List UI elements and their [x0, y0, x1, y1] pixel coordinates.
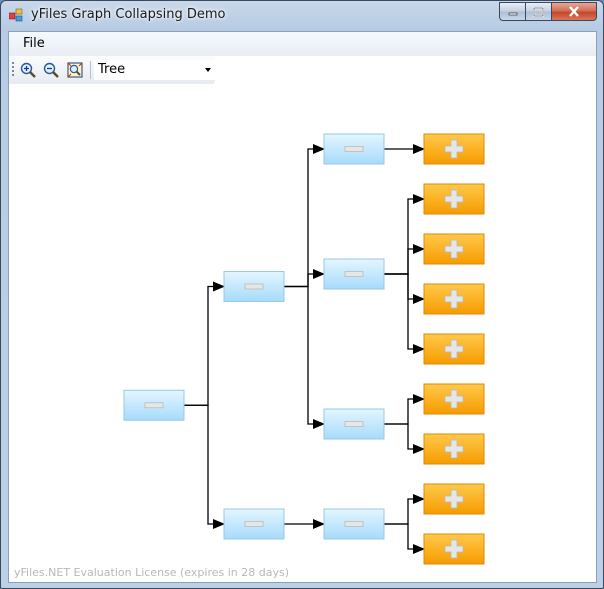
graph-edge	[384, 273, 425, 304]
collapsed-group-node[interactable]	[423, 333, 485, 365]
graph-edge	[184, 281, 225, 406]
window-controls	[499, 2, 597, 21]
toolbar: Tree	[9, 56, 215, 84]
expand-plus-icon[interactable]	[444, 139, 464, 159]
expand-plus-icon[interactable]	[444, 439, 464, 459]
layout-dropdown[interactable]: Tree	[94, 60, 215, 80]
collapse-minus-icon[interactable]	[344, 421, 364, 427]
minimize-icon	[508, 12, 517, 15]
zoom-out-icon	[43, 62, 59, 78]
expand-plus-icon[interactable]	[444, 189, 464, 209]
graph-edge	[284, 269, 325, 288]
expanded-group-node[interactable]	[323, 508, 385, 540]
fit-content-icon	[67, 62, 83, 78]
maximize-button[interactable]	[526, 2, 552, 21]
zoom-out-button[interactable]	[41, 60, 61, 80]
layout-dropdown-value: Tree	[98, 62, 126, 77]
toolbar-grip[interactable]	[12, 62, 14, 78]
graph-edge	[384, 423, 425, 454]
collapsed-group-node[interactable]	[423, 183, 485, 215]
collapse-minus-icon[interactable]	[244, 283, 264, 290]
fit-content-button[interactable]	[65, 60, 85, 80]
expanded-group-node[interactable]	[123, 389, 185, 421]
expand-plus-icon[interactable]	[444, 239, 464, 259]
expanded-group-node[interactable]	[323, 133, 385, 165]
node-body	[323, 408, 385, 440]
menu-file[interactable]: File	[23, 36, 45, 51]
collapse-minus-icon[interactable]	[344, 146, 364, 152]
close-icon	[569, 6, 579, 17]
dropdown-arrow-icon	[205, 68, 211, 72]
collapse-minus-icon[interactable]	[244, 521, 264, 527]
collapse-minus-icon[interactable]	[344, 271, 364, 277]
expand-plus-icon[interactable]	[444, 489, 464, 509]
graph-edge	[384, 394, 425, 425]
graph-edge	[284, 144, 325, 288]
collapsed-group-node[interactable]	[423, 233, 485, 265]
collapsed-group-node[interactable]	[423, 433, 485, 465]
graph-edge	[384, 494, 425, 525]
collapse-minus-icon[interactable]	[344, 521, 364, 527]
zoom-in-button[interactable]	[18, 60, 38, 80]
graph-edge	[284, 285, 325, 429]
expand-plus-icon[interactable]	[444, 389, 464, 409]
graph-edge	[384, 523, 425, 554]
window-title: yFiles Graph Collapsing Demo	[31, 7, 226, 22]
title-bar[interactable]: yFiles Graph Collapsing Demo	[1, 1, 603, 29]
collapse-minus-icon[interactable]	[144, 402, 164, 409]
collapsed-group-node[interactable]	[423, 483, 485, 515]
maximize-icon	[533, 6, 544, 17]
menu-bar: File	[9, 32, 596, 56]
expand-plus-icon[interactable]	[444, 539, 464, 559]
collapsed-group-node[interactable]	[423, 283, 485, 315]
graph-edge	[384, 273, 425, 354]
graph-edge	[184, 404, 225, 529]
close-button[interactable]	[552, 2, 597, 21]
edge-layer	[184, 144, 425, 554]
app-icon	[9, 8, 23, 22]
zoom-in-icon	[20, 62, 36, 78]
expanded-group-node[interactable]	[223, 271, 285, 302]
expand-plus-icon[interactable]	[444, 339, 464, 359]
expanded-group-node[interactable]	[223, 508, 285, 540]
node-layer	[123, 133, 485, 565]
toolbar-separator	[90, 61, 91, 79]
license-notice: yFiles.NET Evaluation License (expires i…	[14, 566, 290, 579]
expand-plus-icon[interactable]	[444, 289, 464, 309]
expanded-group-node[interactable]	[323, 258, 385, 290]
graph-edge	[384, 244, 425, 275]
node-body	[323, 508, 385, 540]
collapsed-group-node[interactable]	[423, 533, 485, 565]
minimize-button[interactable]	[499, 2, 526, 21]
collapsed-group-node[interactable]	[423, 133, 485, 165]
client-area: File	[8, 31, 597, 583]
collapsed-group-node[interactable]	[423, 383, 485, 415]
expanded-group-node[interactable]	[323, 408, 385, 440]
graph-canvas[interactable]	[9, 84, 596, 582]
graph-edge	[384, 194, 425, 275]
